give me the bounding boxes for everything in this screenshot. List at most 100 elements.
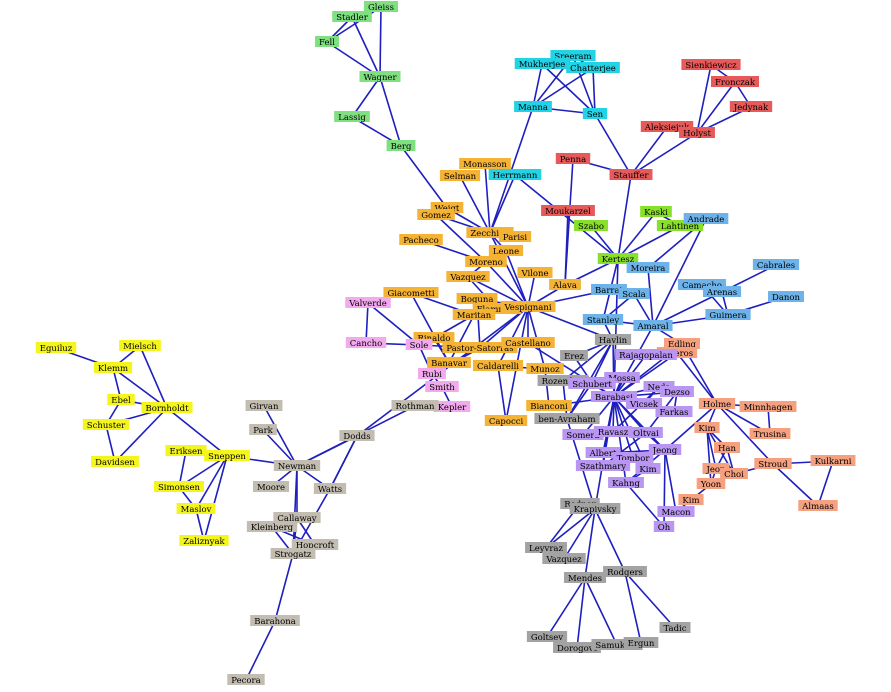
node-kim: Kim — [678, 494, 704, 506]
node-box — [575, 460, 631, 471]
node-ergun: Ergun — [623, 637, 659, 649]
node-box — [498, 231, 532, 242]
node-box — [656, 347, 698, 358]
edge-mielsch-bornholdt — [139, 345, 168, 409]
node-zaliznyak: Zaliznyak — [179, 535, 229, 547]
node-label: Capocci — [489, 417, 524, 427]
node-newman: Newman — [273, 460, 321, 472]
node-mielsch: Mielsch — [119, 340, 161, 352]
node-label: Almaas — [801, 502, 833, 512]
node-box — [594, 334, 632, 345]
edge-mendes-goltsev — [546, 577, 586, 638]
node-simonsen: Simonsen — [153, 481, 205, 493]
node-box — [252, 481, 290, 492]
edge-valverde-sole — [367, 302, 420, 346]
node-label: Han — [718, 444, 736, 454]
node-edling: Edling — [664, 338, 700, 350]
edge-kim-yoon — [706, 427, 712, 485]
node-samukh: Samukh... — [591, 639, 643, 651]
node-label: Dorogovt — [557, 644, 597, 654]
node-label: Cabrales — [757, 261, 795, 271]
node-box — [534, 413, 600, 424]
edge-krapivsky-vazquez — [563, 508, 596, 560]
node-mukherjee: Mukherjee — [514, 58, 570, 70]
node-box — [93, 362, 133, 373]
node-box — [590, 391, 638, 402]
node-box — [204, 450, 250, 461]
node-maslov: Maslov — [176, 503, 216, 515]
node-dezso: Dezso — [660, 386, 694, 398]
node-munoz: Munoz — [526, 363, 564, 375]
node-label: Neda — [648, 383, 671, 393]
node-box — [537, 375, 589, 386]
node-label: Erez — [564, 352, 584, 362]
node-label: Tadic — [664, 624, 687, 634]
node-box — [569, 503, 621, 514]
node-label: Herrmann — [493, 171, 538, 181]
node-boguna: Boguna — [456, 293, 498, 305]
node-leone: Leone — [488, 245, 524, 257]
node-rubi: Rubi — [417, 368, 447, 380]
node-box — [542, 553, 586, 564]
node-dodds: Dodds — [339, 430, 375, 442]
edge-holme-stroud — [716, 403, 774, 465]
edge-krapivsky-mendes — [584, 508, 596, 579]
edge-amaral-barabasi — [613, 325, 654, 398]
node-neda: Neda — [643, 381, 675, 393]
node-box — [626, 262, 670, 273]
edge-girvan-newman — [263, 405, 298, 467]
node-goltsev: Goltsev — [526, 631, 568, 643]
node-box — [459, 158, 511, 169]
node-label: Rinaldo — [418, 334, 451, 344]
node-label: Alava — [552, 281, 577, 291]
node-kahng: Kahng — [608, 477, 644, 489]
node-moore: Moore — [252, 481, 290, 493]
node-label: Sen — [587, 110, 604, 120]
node-amaral: Amaral — [633, 320, 673, 332]
node-label: Valverde — [348, 299, 387, 309]
node-box — [615, 349, 677, 360]
edge-monasson-zecchina — [484, 163, 491, 234]
node-giacometti: Giacometti — [383, 287, 439, 299]
node-box — [560, 350, 588, 361]
node-box — [339, 430, 375, 441]
edge-mukherjee-sen — [541, 63, 596, 115]
node-label: Trusina — [754, 430, 787, 440]
edge-wagner-berg — [379, 76, 402, 147]
node-label: Munoz — [530, 365, 560, 375]
node-box — [345, 297, 391, 308]
edge-neda-ravasz — [612, 386, 660, 433]
node-schubert: Schubert — [568, 378, 616, 390]
node-jeong: Jeong — [648, 444, 682, 456]
node-wagner: Wagner — [359, 71, 401, 83]
edge-kahng-oh — [625, 482, 665, 528]
node-box — [653, 521, 675, 532]
node-jedynak: Jedynak — [729, 101, 773, 113]
node-box — [549, 279, 581, 290]
node-penna: Penna — [555, 153, 591, 165]
node-label: Parisi — [503, 233, 528, 243]
edge-rodgers-ergun — [624, 571, 642, 644]
node-label: Dezso — [664, 388, 690, 398]
node-dorogovt: Dorogovt — [553, 642, 601, 654]
edge-wagner-lassig — [351, 76, 381, 118]
node-liljeros: Liljeros — [656, 347, 698, 359]
edge-chatterjee-manna — [532, 67, 594, 108]
node-ravasz: Ravasz — [593, 426, 633, 438]
node-box — [574, 220, 608, 231]
node-mendes: Mendes — [563, 572, 607, 584]
node-label: Scala — [622, 290, 645, 300]
node-box — [582, 314, 624, 325]
node-box — [107, 394, 135, 405]
node-box — [430, 202, 464, 213]
node-box — [465, 256, 507, 267]
node-box — [739, 401, 797, 412]
node-hopcroft: Hopcroft — [291, 539, 339, 551]
node-label: Minnhagen — [744, 403, 793, 413]
node-vilone: Vilone — [517, 267, 553, 279]
node-label: Mossa — [608, 374, 636, 384]
edge-sen-stauffer — [594, 113, 632, 176]
node-almaas: Almaas — [798, 500, 838, 512]
node-label: Giacometti — [387, 289, 434, 299]
node-label: Jeong — [652, 446, 678, 456]
